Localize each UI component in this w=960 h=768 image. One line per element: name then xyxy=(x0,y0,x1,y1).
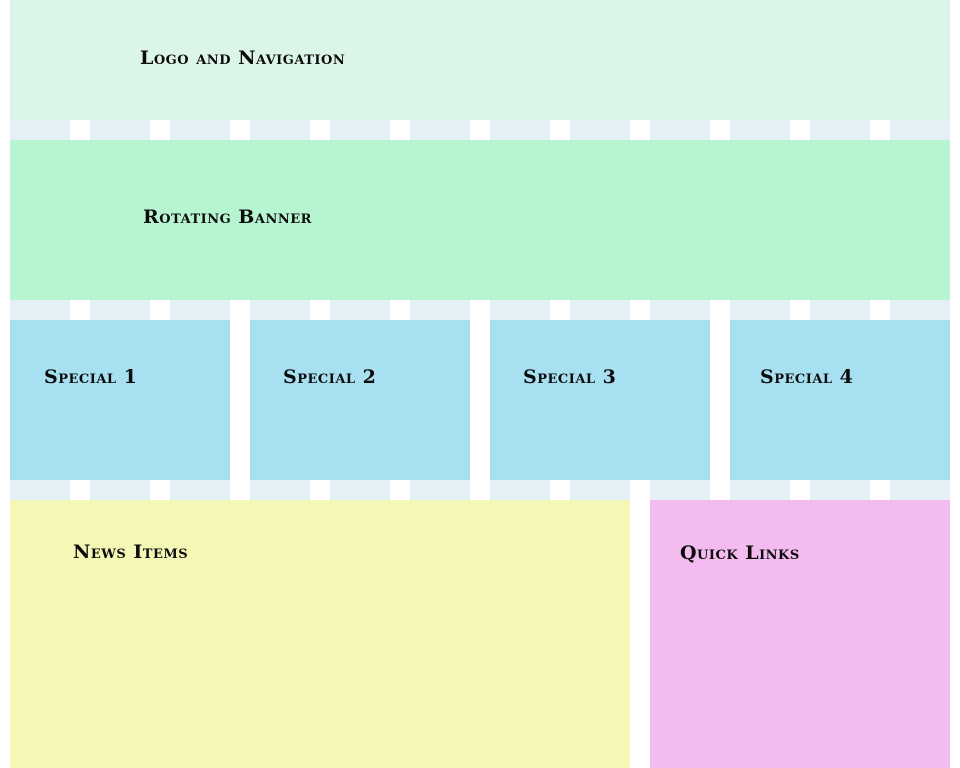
special-2-region: Special 2 xyxy=(250,320,470,480)
grid-column-guide xyxy=(170,300,230,320)
grid-column-guide xyxy=(650,120,710,140)
grid-column-guide xyxy=(730,480,790,500)
grid-column-guide xyxy=(410,480,470,500)
quick-links-region: Quick Links xyxy=(650,500,950,768)
grid-column-guide xyxy=(890,300,950,320)
grid-gutter-row-2 xyxy=(10,300,950,320)
grid-column-guide xyxy=(170,480,230,500)
grid-column-guide xyxy=(810,300,870,320)
grid-column-guide xyxy=(890,480,950,500)
grid-column-guide xyxy=(10,120,70,140)
grid-column-guide xyxy=(170,120,230,140)
logo-and-navigation-region: Logo and Navigation xyxy=(10,0,950,120)
grid-column-guide xyxy=(730,300,790,320)
grid-column-guide xyxy=(10,480,70,500)
grid-column-guide xyxy=(250,120,310,140)
grid-column-guide xyxy=(650,300,710,320)
rotating-banner-label: Rotating Banner xyxy=(143,206,312,228)
grid-gutter-row-1 xyxy=(10,120,950,140)
grid-column-guide xyxy=(90,120,150,140)
special-4-label: Special 4 xyxy=(760,366,854,388)
grid-gutter-row-3 xyxy=(10,480,950,500)
grid-column-guide xyxy=(490,300,550,320)
grid-column-guide xyxy=(490,120,550,140)
grid-column-guide xyxy=(570,480,630,500)
grid-column-guide xyxy=(890,120,950,140)
grid-column-guide xyxy=(410,120,470,140)
logo-and-navigation-label: Logo and Navigation xyxy=(140,47,346,69)
special-2-label: Special 2 xyxy=(283,366,377,388)
grid-column-guide xyxy=(250,300,310,320)
grid-column-guide xyxy=(410,300,470,320)
grid-column-guide xyxy=(330,120,390,140)
news-items-region: News Items xyxy=(10,500,630,768)
grid-column-guide xyxy=(490,480,550,500)
grid-column-guide xyxy=(570,300,630,320)
grid-column-guide xyxy=(810,480,870,500)
special-1-region: Special 1 xyxy=(10,320,230,480)
grid-column-guide xyxy=(330,480,390,500)
rotating-banner-region: Rotating Banner xyxy=(10,140,950,300)
grid-column-guide xyxy=(570,120,630,140)
special-3-region: Special 3 xyxy=(490,320,710,480)
special-3-label: Special 3 xyxy=(523,366,617,388)
grid-column-guide xyxy=(90,480,150,500)
quick-links-label: Quick Links xyxy=(680,542,800,564)
grid-column-guide xyxy=(10,300,70,320)
special-4-region: Special 4 xyxy=(730,320,950,480)
news-items-label: News Items xyxy=(73,541,189,563)
grid-column-guide xyxy=(650,480,710,500)
grid-column-guide xyxy=(730,120,790,140)
grid-column-guide xyxy=(90,300,150,320)
grid-column-guide xyxy=(250,480,310,500)
grid-column-guide xyxy=(330,300,390,320)
grid-column-guide xyxy=(810,120,870,140)
special-1-label: Special 1 xyxy=(44,366,138,388)
